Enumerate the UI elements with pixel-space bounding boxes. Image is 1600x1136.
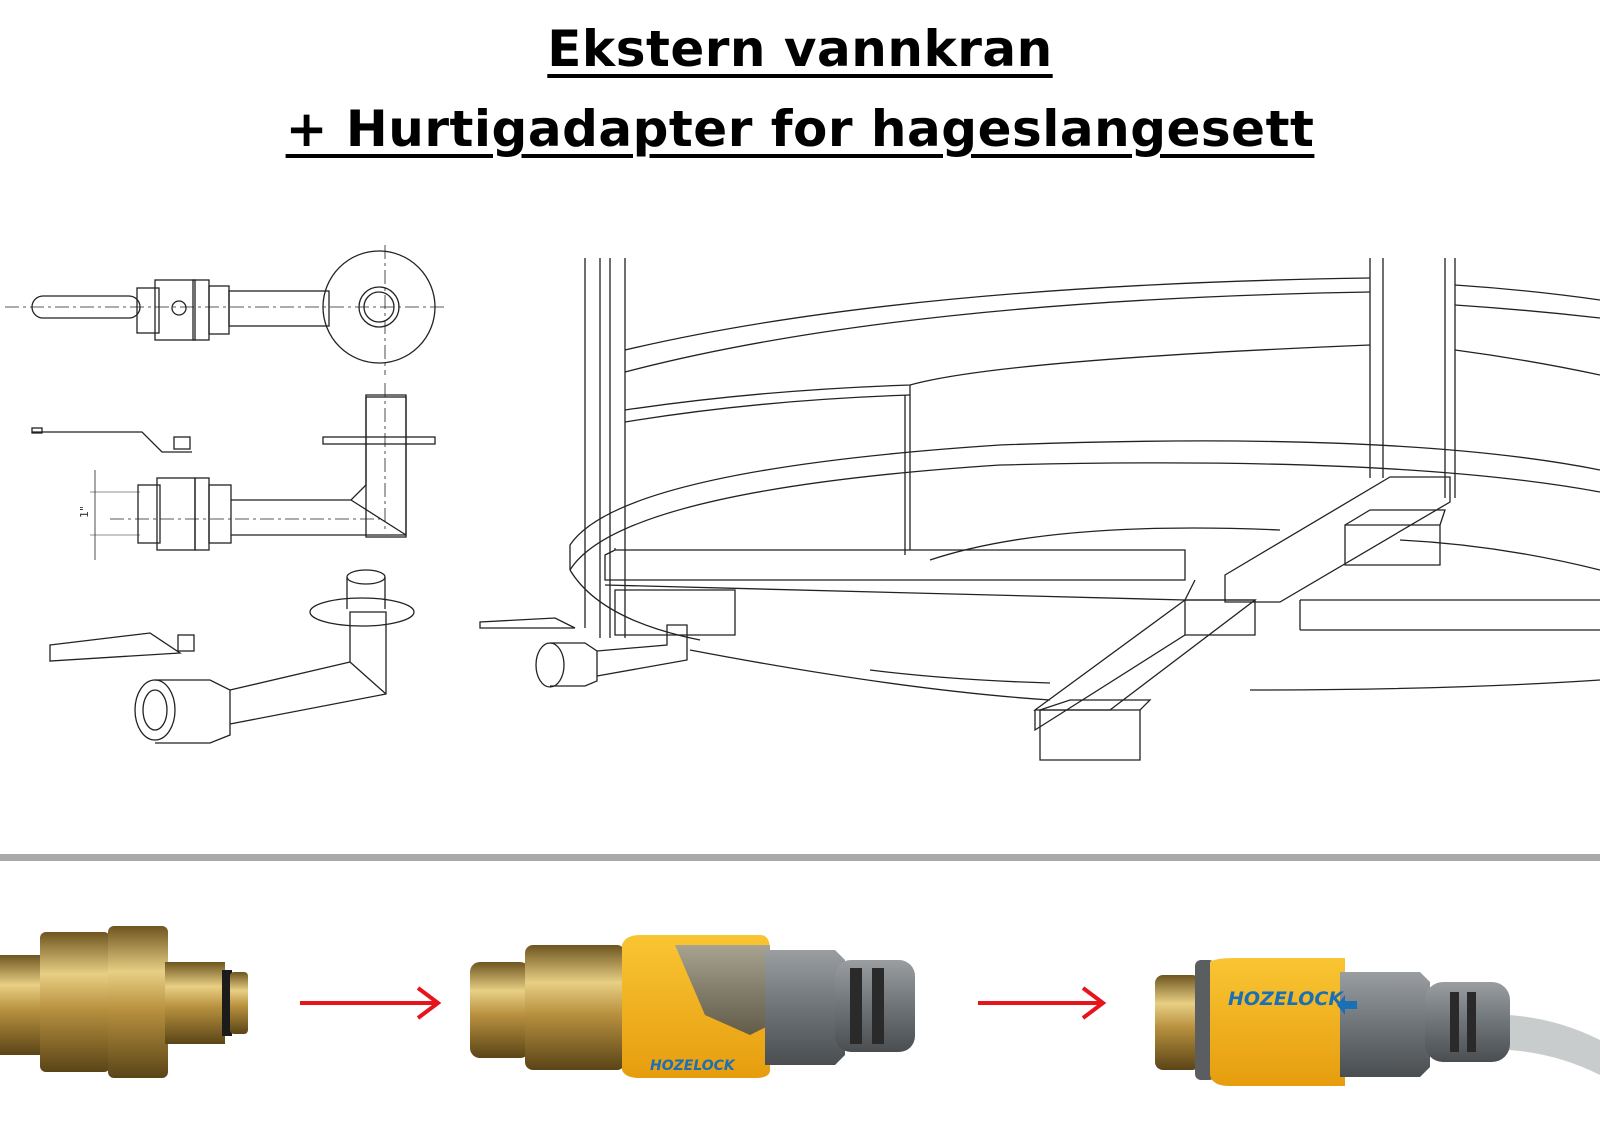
valve-side-view	[31, 383, 436, 560]
hozelock-logo: HOZELOCK	[650, 1058, 736, 1074]
frame-structure-drawing	[569, 258, 1600, 761]
photo-hose-connector: HOZELOCK	[1155, 958, 1600, 1086]
valve-top-view	[5, 245, 445, 375]
photo-adapter-with-connector: HOZELOCK	[470, 935, 915, 1078]
photo-brass-adapter	[0, 926, 248, 1078]
hozelock-logo: HOZELOCK	[1228, 988, 1344, 1010]
section-divider	[0, 854, 1600, 861]
valve-iso-view	[49, 569, 415, 744]
arrow-right-icon	[978, 986, 1107, 1020]
arrow-right-icon	[300, 986, 442, 1020]
dimension-label: 1"	[78, 506, 91, 518]
valve-on-frame	[479, 617, 688, 688]
title-line-1: Ekstern vannkran	[547, 20, 1053, 78]
title-line-2: + Hurtigadapter for hageslangesett	[285, 100, 1315, 158]
